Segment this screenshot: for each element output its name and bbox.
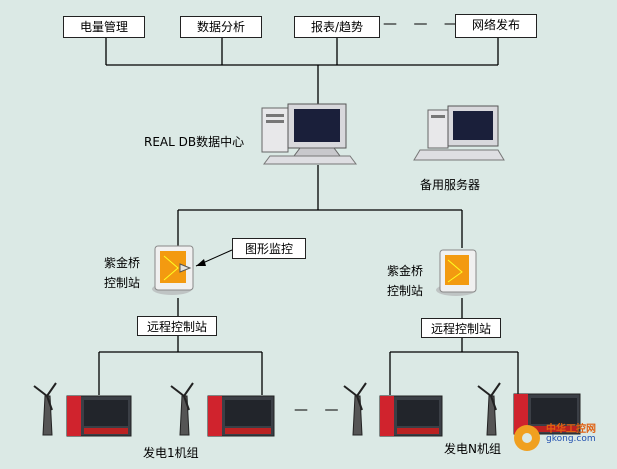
left-station-label-line1: 紫金桥	[104, 256, 141, 270]
watermark-text: 中华工控网	[546, 424, 596, 435]
backup-server-icon	[413, 105, 505, 161]
wind-turbine-icon	[477, 382, 501, 436]
monitor-callout-arrow	[195, 249, 233, 267]
right-remote-station-box: 远程控制站	[421, 318, 501, 338]
right-station-icon	[436, 249, 477, 296]
unit-1-label: 发电1机组	[143, 446, 199, 460]
plc-rack-icon	[513, 393, 581, 435]
right-station-label-line2: 控制站	[387, 284, 424, 298]
top-dash-separator: — — —	[383, 16, 464, 32]
graphic-monitoring-box: 图形监控	[232, 238, 306, 259]
wind-turbine-icon	[343, 382, 367, 436]
connector-lines	[98, 38, 519, 395]
left-station-label-line2: 控制站	[104, 276, 141, 290]
gear-icon	[514, 425, 540, 451]
right-station-label-line1: 紫金桥	[387, 264, 424, 278]
web-publish-box: 网络发布	[455, 14, 537, 38]
report-trend-box: 报表/趋势	[294, 16, 380, 38]
data-center-label: REAL DB数据中心	[144, 135, 245, 149]
plc-rack-icon	[379, 395, 443, 437]
unit-n-label: 发电N机组	[444, 442, 501, 456]
plc-rack-icon	[66, 395, 132, 437]
wind-turbine-icon	[33, 382, 57, 436]
left-station-icon	[152, 245, 194, 295]
unit-dash-separator: — —	[294, 402, 345, 418]
watermark-url: gkong.com	[546, 434, 596, 444]
data-analysis-box: 数据分析	[180, 16, 262, 38]
data-center-server-icon	[261, 103, 357, 165]
plc-rack-icon	[207, 395, 275, 437]
power-management-box: 电量管理	[63, 16, 145, 38]
backup-server-label: 备用服务器	[420, 178, 481, 192]
left-remote-station-box: 远程控制站	[137, 316, 217, 336]
wind-turbine-icon	[170, 382, 194, 436]
